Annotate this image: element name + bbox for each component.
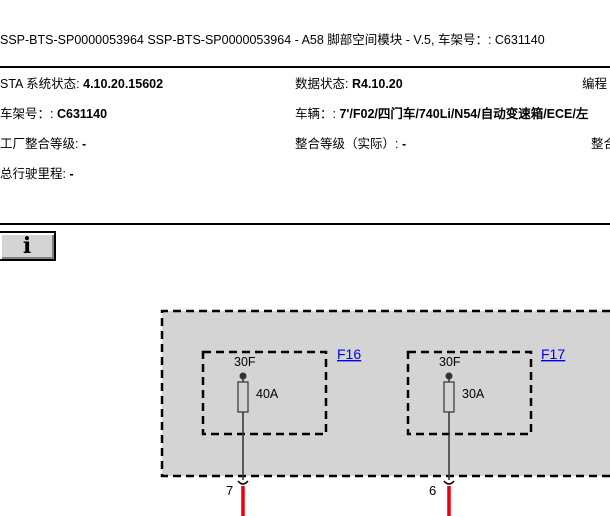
vehicle: 车辆：: 7'/F02/四门车/740Li/N54/自动变速箱/ECE/左: [295, 103, 588, 122]
fuse-box: [406, 350, 533, 436]
fuse-f17: 30F 30A: [406, 350, 533, 480]
header-divider-top: [0, 66, 610, 68]
connector-pin: [237, 480, 249, 485]
factory-level-label: 工厂整合等级:: [0, 137, 79, 151]
actual-level-label: 整合等级（实际）:: [295, 137, 399, 151]
factory-level-value: -: [81, 137, 87, 151]
connector-pin: [443, 480, 455, 485]
vin: 车架号：: C631140: [0, 103, 107, 122]
info-button[interactable]: i: [0, 231, 56, 261]
document-title: SSP-BTS-SP0000053964 SSP-BTS-SP000005396…: [0, 33, 545, 47]
factory-integration-level: 工厂整合等级: -: [0, 133, 86, 152]
programming-label: 编程: [582, 77, 608, 91]
fuse-box: [201, 350, 328, 436]
fuse-supply-label: 30F: [234, 355, 256, 369]
ista-status: STA 系统状态: 4.10.20.15602: [0, 73, 163, 92]
data-status-value: R4.10.20: [351, 77, 403, 91]
fuse-element: [443, 381, 455, 413]
vin-label: 车架号：:: [0, 107, 54, 121]
fuse-f16: 30F 40A: [201, 350, 328, 480]
info-icon: i: [22, 233, 32, 259]
ista-status-label: STA 系统状态:: [0, 77, 80, 91]
ista-status-value: 4.10.20.15602: [83, 77, 164, 91]
pin-number: 6: [429, 483, 436, 498]
data-status: 数据状态: R4.10.20: [295, 73, 403, 92]
module-housing: [160, 309, 610, 478]
actual-integration-level: 整合等级（实际）: -: [295, 133, 406, 152]
pin-number: 7: [226, 483, 233, 498]
fuse-link-f17[interactable]: F17: [541, 346, 565, 362]
vehicle-value: 7'/F02/四门车/740Li/N54/自动变速箱/ECE/左: [339, 107, 589, 121]
mileage-label: 总行驶里程:: [0, 167, 66, 181]
data-status-label: 数据状态:: [295, 77, 349, 91]
header-divider-bottom: [0, 223, 610, 225]
vehicle-label: 车辆：:: [295, 107, 336, 121]
total-mileage: 总行驶里程: -: [0, 163, 74, 182]
fuse-rating-label: 40A: [256, 387, 279, 401]
vin-value: C631140: [56, 107, 108, 121]
actual-level-value: -: [401, 137, 407, 151]
mileage-value: -: [69, 167, 74, 181]
integration-label: 整合: [591, 137, 610, 151]
fuse-supply-label: 30F: [439, 355, 461, 369]
fuse-link-f16[interactable]: F16: [337, 346, 361, 362]
fuse-rating-label: 30A: [462, 387, 485, 401]
fuse-element: [237, 381, 249, 413]
